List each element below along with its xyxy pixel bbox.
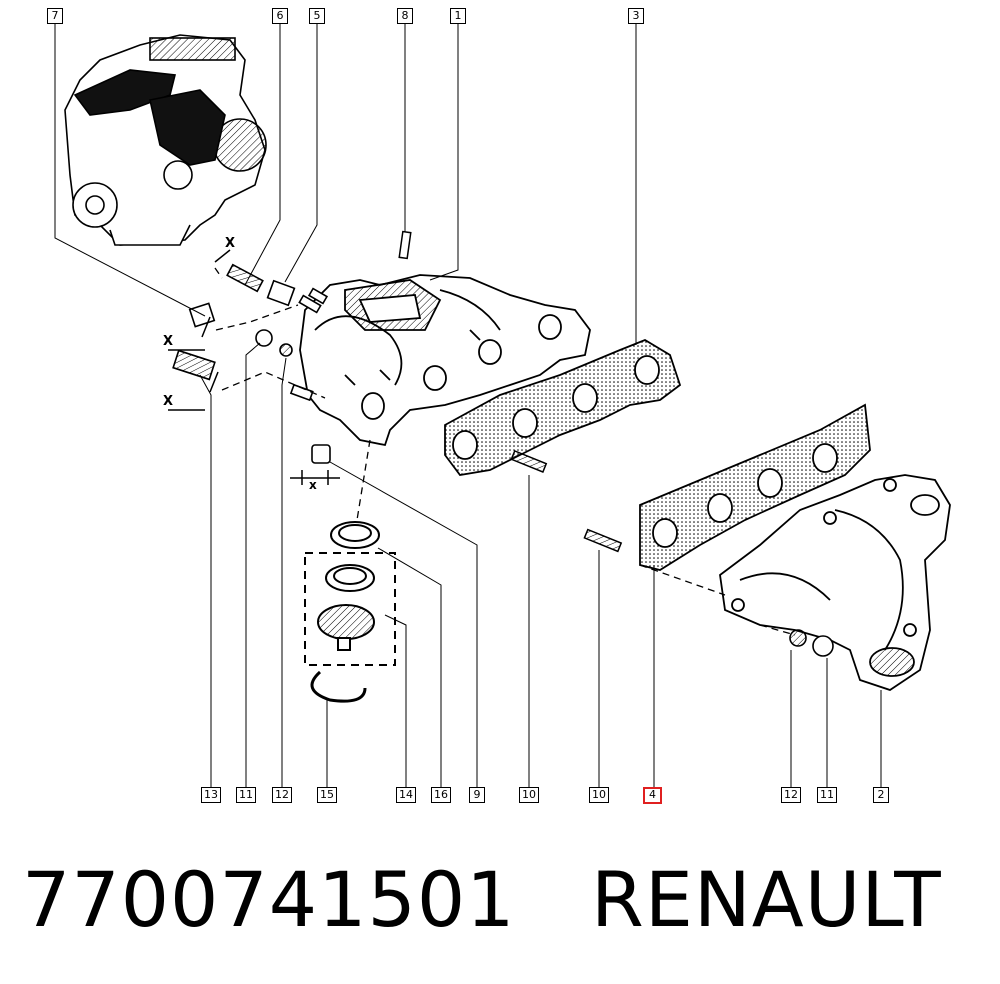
dimension-marks <box>168 249 340 485</box>
bolt-13 <box>172 349 216 381</box>
stud-10-lower <box>583 528 623 553</box>
callout-7[interactable]: 7 <box>47 8 63 24</box>
callout-14[interactable]: 14 <box>396 787 416 803</box>
callout-10-right[interactable]: 10 <box>589 787 609 803</box>
callout-12-left[interactable]: 12 <box>272 787 292 803</box>
brand-name: RENAULT <box>591 855 942 944</box>
callout-5[interactable]: 5 <box>309 8 325 24</box>
callout-11-left[interactable]: 11 <box>236 787 256 803</box>
dimension-label-x-3: X <box>225 236 236 251</box>
callout-2[interactable]: 2 <box>873 787 889 803</box>
leader-lines <box>54 24 882 787</box>
manifold-gasket-3 <box>444 338 682 476</box>
callout-11-right[interactable]: 11 <box>817 787 837 803</box>
nut-11 <box>255 329 273 347</box>
stud-10-upper <box>510 449 548 473</box>
manifold-gasket-4 <box>639 403 871 571</box>
callout-16[interactable]: 16 <box>431 787 451 803</box>
engine-overview-illustration <box>64 34 267 246</box>
lower-exhaust-manifold <box>719 474 951 691</box>
spacer-9 <box>311 444 331 464</box>
dimension-label-x-4: x <box>309 478 317 492</box>
footer-gap <box>516 855 591 944</box>
lower-nuts <box>789 629 834 657</box>
sleeve-5 <box>266 279 296 307</box>
dimension-label-x-2: X <box>163 394 174 409</box>
assembly-guides <box>214 267 796 636</box>
callout-3[interactable]: 3 <box>628 8 644 24</box>
callout-8[interactable]: 8 <box>397 8 413 24</box>
callout-15[interactable]: 15 <box>317 787 337 803</box>
part-number-footer: 7700741501 RENAULT <box>22 855 942 944</box>
upper-exhaust-manifold <box>299 274 591 447</box>
callout-9[interactable]: 9 <box>469 787 485 803</box>
dimension-label-x-1: X <box>163 334 174 349</box>
downpipe-seals <box>304 521 396 703</box>
callout-13[interactable]: 13 <box>201 787 221 803</box>
callout-6[interactable]: 6 <box>272 8 288 24</box>
stud-6 <box>226 263 264 293</box>
part-number: 7700741501 <box>22 855 516 944</box>
callout-1[interactable]: 1 <box>450 8 466 24</box>
callout-12-right[interactable]: 12 <box>781 787 801 803</box>
callout-10-left[interactable]: 10 <box>519 787 539 803</box>
callout-4-highlighted[interactable]: 4 <box>643 787 662 804</box>
stud-8 <box>398 230 412 260</box>
washer-12 <box>279 343 293 357</box>
